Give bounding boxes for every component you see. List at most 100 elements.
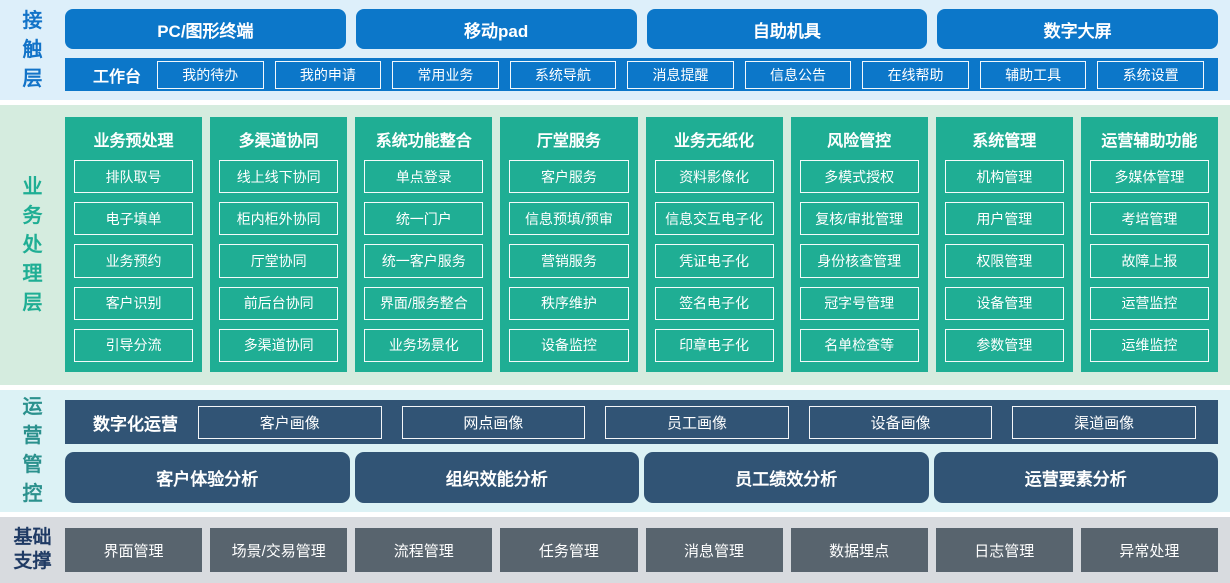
business-item: 客户服务 xyxy=(509,160,629,194)
workbench-label: 工作台 xyxy=(93,68,142,86)
business-item: 复核/审批管理 xyxy=(799,202,919,236)
business-item: 机构管理 xyxy=(944,160,1064,194)
foundation-item: 消息管理 xyxy=(645,528,783,572)
business-item: 冠字号管理 xyxy=(799,286,919,320)
analysis-box: 员工绩效分析 xyxy=(644,452,929,503)
business-item: 统一客户服务 xyxy=(364,244,484,278)
business-column-items: 客户服务信息预填/预审营销服务秩序维护设备监控 xyxy=(509,160,629,363)
foundation-layer-label-cell: 基础支撑 xyxy=(0,517,65,583)
business-item: 参数管理 xyxy=(944,328,1064,363)
business-item: 多渠道协同 xyxy=(219,328,339,363)
business-column: 运营辅助功能 多媒体管理考培管理故障上报运营监控运维监控 xyxy=(1080,117,1218,372)
foundation-item: 数据埋点 xyxy=(790,528,928,572)
business-item: 统一门户 xyxy=(364,202,484,236)
business-column-title: 厅堂服务 xyxy=(536,133,601,150)
business-item: 运营监控 xyxy=(1089,286,1209,320)
business-layer-label-cell: 业务处理层 xyxy=(0,105,65,385)
analysis-row: 客户体验分析组织效能分析员工绩效分析运营要素分析 xyxy=(65,452,1218,503)
business-item: 厅堂协同 xyxy=(219,244,339,278)
foundation-layer: 基础支撑 界面管理场景/交易管理流程管理任务管理消息管理数据埋点日志管理异常处理 xyxy=(0,517,1230,583)
business-column-items: 排队取号电子填单业务预约客户识别引导分流 xyxy=(74,160,194,363)
business-column-title: 业务预处理 xyxy=(93,133,174,150)
foundation-item: 场景/交易管理 xyxy=(210,528,348,572)
channel-box: 移动pad xyxy=(355,9,637,49)
workbench-item: 辅助工具 xyxy=(979,60,1087,89)
business-item: 多媒体管理 xyxy=(1089,160,1209,194)
business-column: 厅堂服务 客户服务信息预填/预审营销服务秩序维护设备监控 xyxy=(500,117,638,372)
digital-operations-item: 员工画像 xyxy=(605,405,789,439)
digital-operations-item: 渠道画像 xyxy=(1012,405,1196,439)
business-column-title: 系统功能整合 xyxy=(375,133,472,150)
operations-layer: 运营管控 数字化运营 客户画像网点画像员工画像设备画像渠道画像 客户体验分析组织… xyxy=(0,390,1230,512)
business-layer-body: 业务预处理 排队取号电子填单业务预约客户识别引导分流 多渠道协同 线上线下协同柜… xyxy=(65,105,1230,385)
business-layer-label: 业务处理层 xyxy=(22,175,43,314)
channel-box: 自助机具 xyxy=(646,9,928,49)
business-item: 柜内柜外协同 xyxy=(219,202,339,236)
analysis-box: 组织效能分析 xyxy=(354,452,639,503)
business-layer: 业务处理层 业务预处理 排队取号电子填单业务预约客户识别引导分流 多渠道协同 线… xyxy=(0,105,1230,385)
foundation-layer-label: 基础支撑 xyxy=(13,527,52,572)
operations-layer-body: 数字化运营 客户画像网点画像员工画像设备画像渠道画像 客户体验分析组织效能分析员… xyxy=(65,390,1230,512)
workbench-item: 消息提醒 xyxy=(627,60,734,89)
business-item: 名单检查等 xyxy=(799,328,919,363)
business-column-title: 业务无纸化 xyxy=(674,133,755,150)
business-item: 用户管理 xyxy=(944,202,1064,236)
business-column-items: 机构管理用户管理权限管理设备管理参数管理 xyxy=(944,160,1064,363)
business-column-title: 多渠道协同 xyxy=(238,133,319,150)
business-item: 运维监控 xyxy=(1089,328,1209,363)
digital-operations-bar: 数字化运营 客户画像网点画像员工画像设备画像渠道画像 xyxy=(65,400,1218,444)
digital-operations-item: 设备画像 xyxy=(808,405,993,439)
business-item: 营销服务 xyxy=(509,244,629,278)
business-item: 信息交互电子化 xyxy=(654,202,774,236)
business-column: 多渠道协同 线上线下协同柜内柜外协同厅堂协同前后台协同多渠道协同 xyxy=(210,117,348,372)
digital-operations-label: 数字化运营 xyxy=(93,414,178,434)
business-item: 印章电子化 xyxy=(654,328,774,363)
business-item: 资料影像化 xyxy=(654,160,774,194)
digital-operations-item: 客户画像 xyxy=(198,405,382,439)
foundation-items: 界面管理场景/交易管理流程管理任务管理消息管理数据埋点日志管理异常处理 xyxy=(65,528,1218,572)
operations-layer-label-cell: 运营管控 xyxy=(0,390,65,512)
digital-operations-items: 客户画像网点画像员工画像设备画像渠道画像 xyxy=(198,405,1196,439)
contact-layer-label: 接触层 xyxy=(22,9,43,90)
business-column-title: 系统管理 xyxy=(972,133,1037,150)
business-item: 业务场景化 xyxy=(364,328,484,363)
business-item: 电子填单 xyxy=(74,202,194,236)
business-item: 线上线下协同 xyxy=(219,160,339,194)
workbench-item: 我的申请 xyxy=(274,60,382,89)
operations-layer-label: 运营管控 xyxy=(22,396,43,505)
business-column: 业务无纸化 资料影像化信息交互电子化凭证电子化签名电子化印章电子化 xyxy=(645,117,783,372)
business-item: 故障上报 xyxy=(1089,244,1209,278)
business-item: 业务预约 xyxy=(74,244,194,278)
business-item: 多模式授权 xyxy=(799,160,919,194)
workbench-item: 系统设置 xyxy=(1097,60,1204,89)
channel-box: 数字大屏 xyxy=(937,9,1218,49)
business-item: 单点登录 xyxy=(364,160,484,194)
foundation-item: 任务管理 xyxy=(500,528,638,572)
workbench-item: 常用业务 xyxy=(392,60,499,89)
foundation-layer-body: 界面管理场景/交易管理流程管理任务管理消息管理数据埋点日志管理异常处理 xyxy=(65,517,1230,583)
foundation-item: 日志管理 xyxy=(935,528,1073,572)
business-column-items: 资料影像化信息交互电子化凭证电子化签名电子化印章电子化 xyxy=(654,160,774,363)
workbench-item: 在线帮助 xyxy=(862,60,969,89)
contact-layer-label-cell: 接触层 xyxy=(0,0,65,100)
business-item: 考培管理 xyxy=(1089,202,1209,236)
business-column-items: 线上线下协同柜内柜外协同厅堂协同前后台协同多渠道协同 xyxy=(219,160,339,363)
foundation-item: 界面管理 xyxy=(65,528,203,572)
foundation-item: 流程管理 xyxy=(355,528,493,572)
business-item: 权限管理 xyxy=(944,244,1064,278)
business-item: 界面/服务整合 xyxy=(364,286,484,320)
business-item: 排队取号 xyxy=(74,160,194,194)
business-item: 签名电子化 xyxy=(654,286,774,320)
workbench-items: 我的待办我的申请常用业务系统导航消息提醒信息公告在线帮助辅助工具系统设置 xyxy=(157,60,1204,89)
channel-box: PC/图形终端 xyxy=(65,9,346,49)
business-item: 设备管理 xyxy=(944,286,1064,320)
business-item: 前后台协同 xyxy=(219,286,339,320)
business-column-items: 单点登录统一门户统一客户服务界面/服务整合业务场景化 xyxy=(364,160,484,363)
business-item: 信息预填/预审 xyxy=(509,202,629,236)
business-column: 风险管控 多模式授权复核/审批管理身份核查管理冠字号管理名单检查等 xyxy=(790,117,928,372)
business-column-title: 运营辅助功能 xyxy=(1101,133,1198,150)
